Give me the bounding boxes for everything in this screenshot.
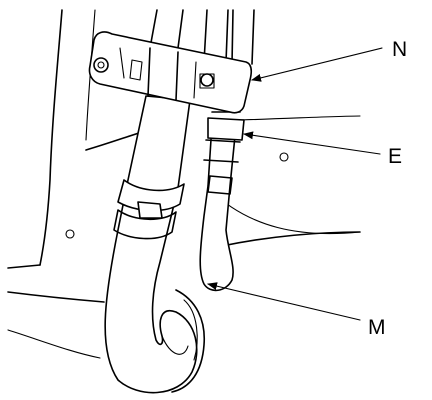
- callout-m: M: [368, 316, 386, 339]
- leader-lines: [207, 47, 383, 321]
- bolt: [93, 57, 109, 73]
- hose-large: [104, 95, 206, 394]
- callout-n: N: [392, 38, 407, 61]
- leader-e: [243, 131, 381, 155]
- mounting-hole: [65, 229, 75, 239]
- connector-e: [207, 117, 245, 141]
- hose-small: [199, 111, 245, 292]
- hose-clamp: [117, 179, 185, 212]
- bracket-n: [88, 31, 252, 114]
- leader-m: [207, 282, 361, 321]
- callout-e: E: [388, 145, 402, 168]
- leader-n: [251, 47, 383, 82]
- mounting-hole: [279, 152, 289, 162]
